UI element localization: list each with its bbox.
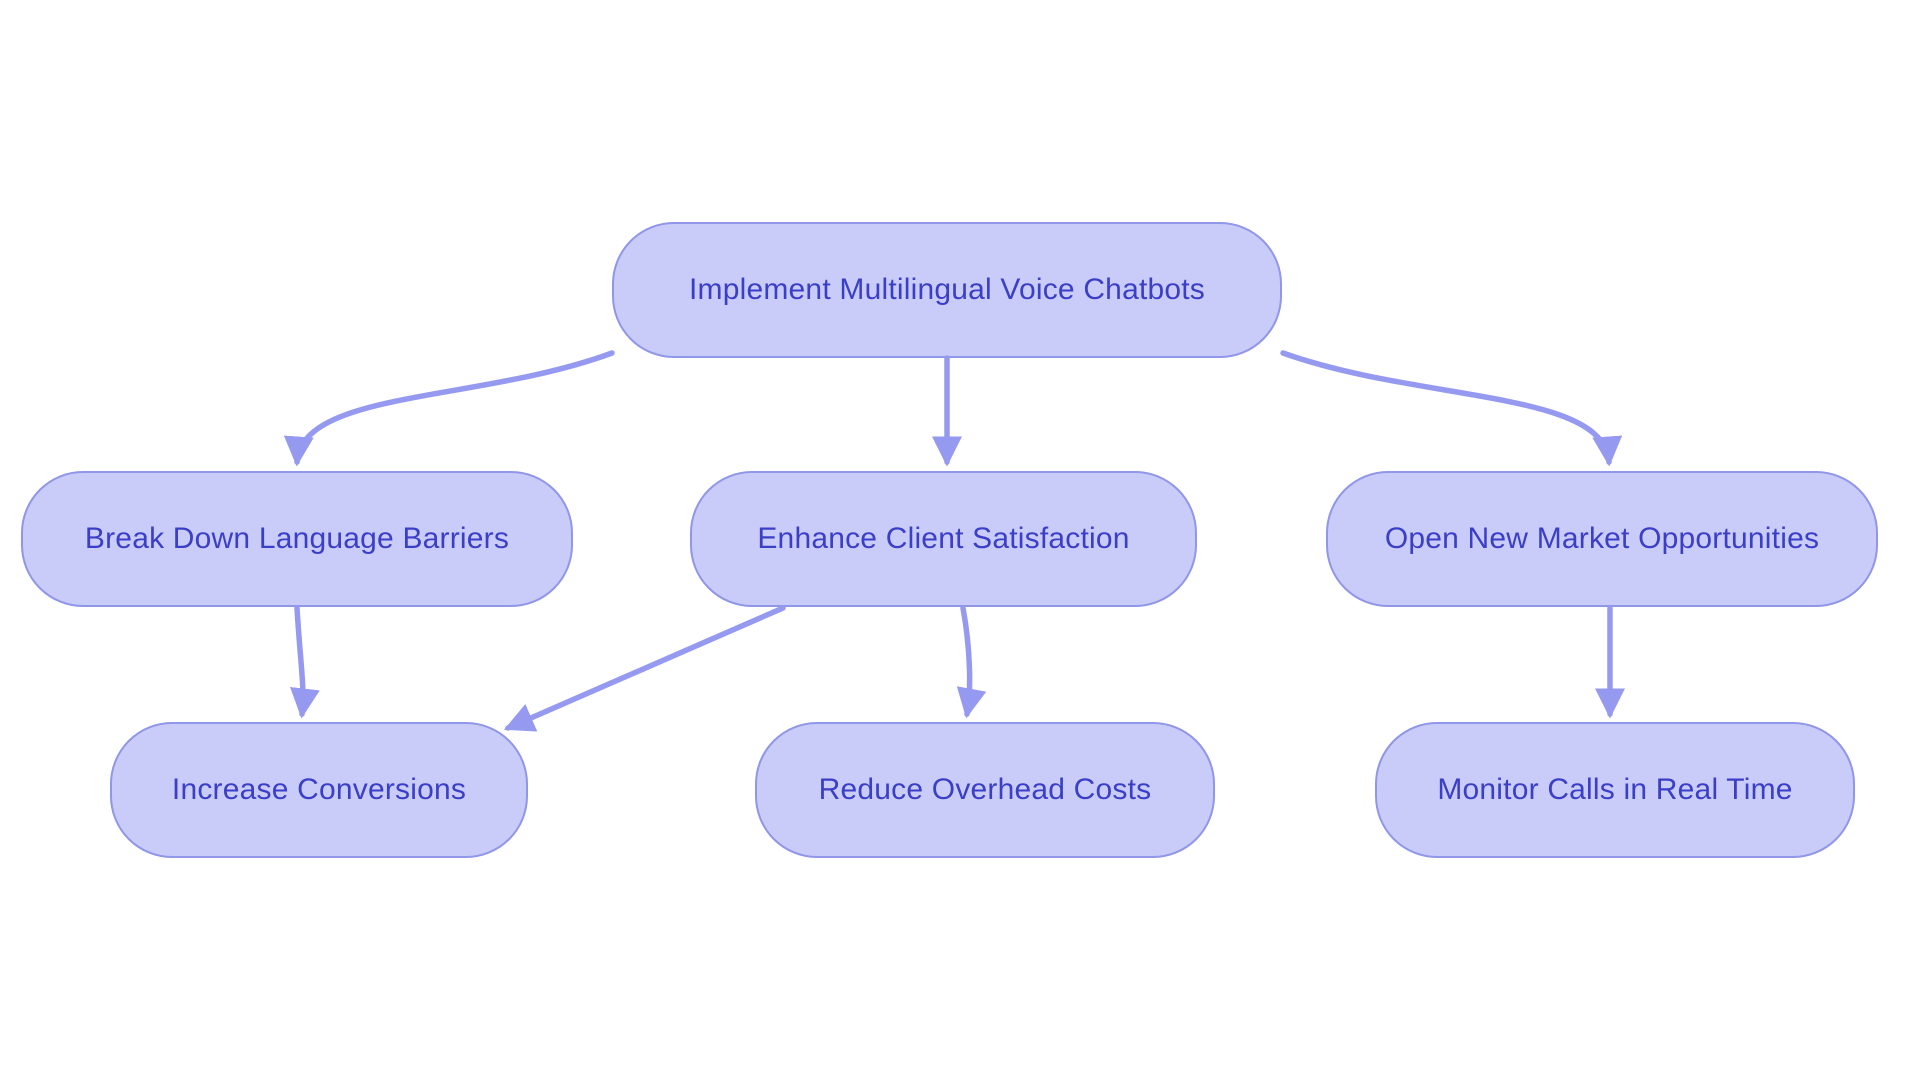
node-increase-conversions: Increase Conversions bbox=[110, 722, 528, 858]
node-implement-multilingual-voice-chatbots: Implement Multilingual Voice Chatbots bbox=[612, 222, 1282, 358]
node-break-down-language-barriers: Break Down Language Barriers bbox=[21, 471, 573, 607]
node-reduce-overhead-costs: Reduce Overhead Costs bbox=[755, 722, 1215, 858]
node-label: Implement Multilingual Voice Chatbots bbox=[689, 273, 1205, 306]
edge-satisfaction-to-overhead bbox=[956, 605, 987, 719]
edge-barriers-to-conversions bbox=[290, 605, 320, 719]
node-label: Enhance Client Satisfaction bbox=[757, 522, 1130, 555]
node-open-new-market-opportunities: Open New Market Opportunities bbox=[1326, 471, 1878, 607]
node-label: Reduce Overhead Costs bbox=[818, 773, 1152, 806]
node-label: Break Down Language Barriers bbox=[84, 522, 510, 555]
edge-root-to-market bbox=[1280, 350, 1623, 467]
edge-satisfaction-to-conversions bbox=[503, 605, 786, 732]
node-label: Increase Conversions bbox=[171, 773, 467, 806]
node-label: Monitor Calls in Real Time bbox=[1437, 773, 1793, 806]
node-monitor-calls-in-real-time: Monitor Calls in Real Time bbox=[1375, 722, 1855, 858]
node-enhance-client-satisfaction: Enhance Client Satisfaction bbox=[690, 471, 1197, 607]
edge-root-to-barriers bbox=[283, 350, 615, 467]
node-label: Open New Market Opportunities bbox=[1384, 522, 1820, 555]
